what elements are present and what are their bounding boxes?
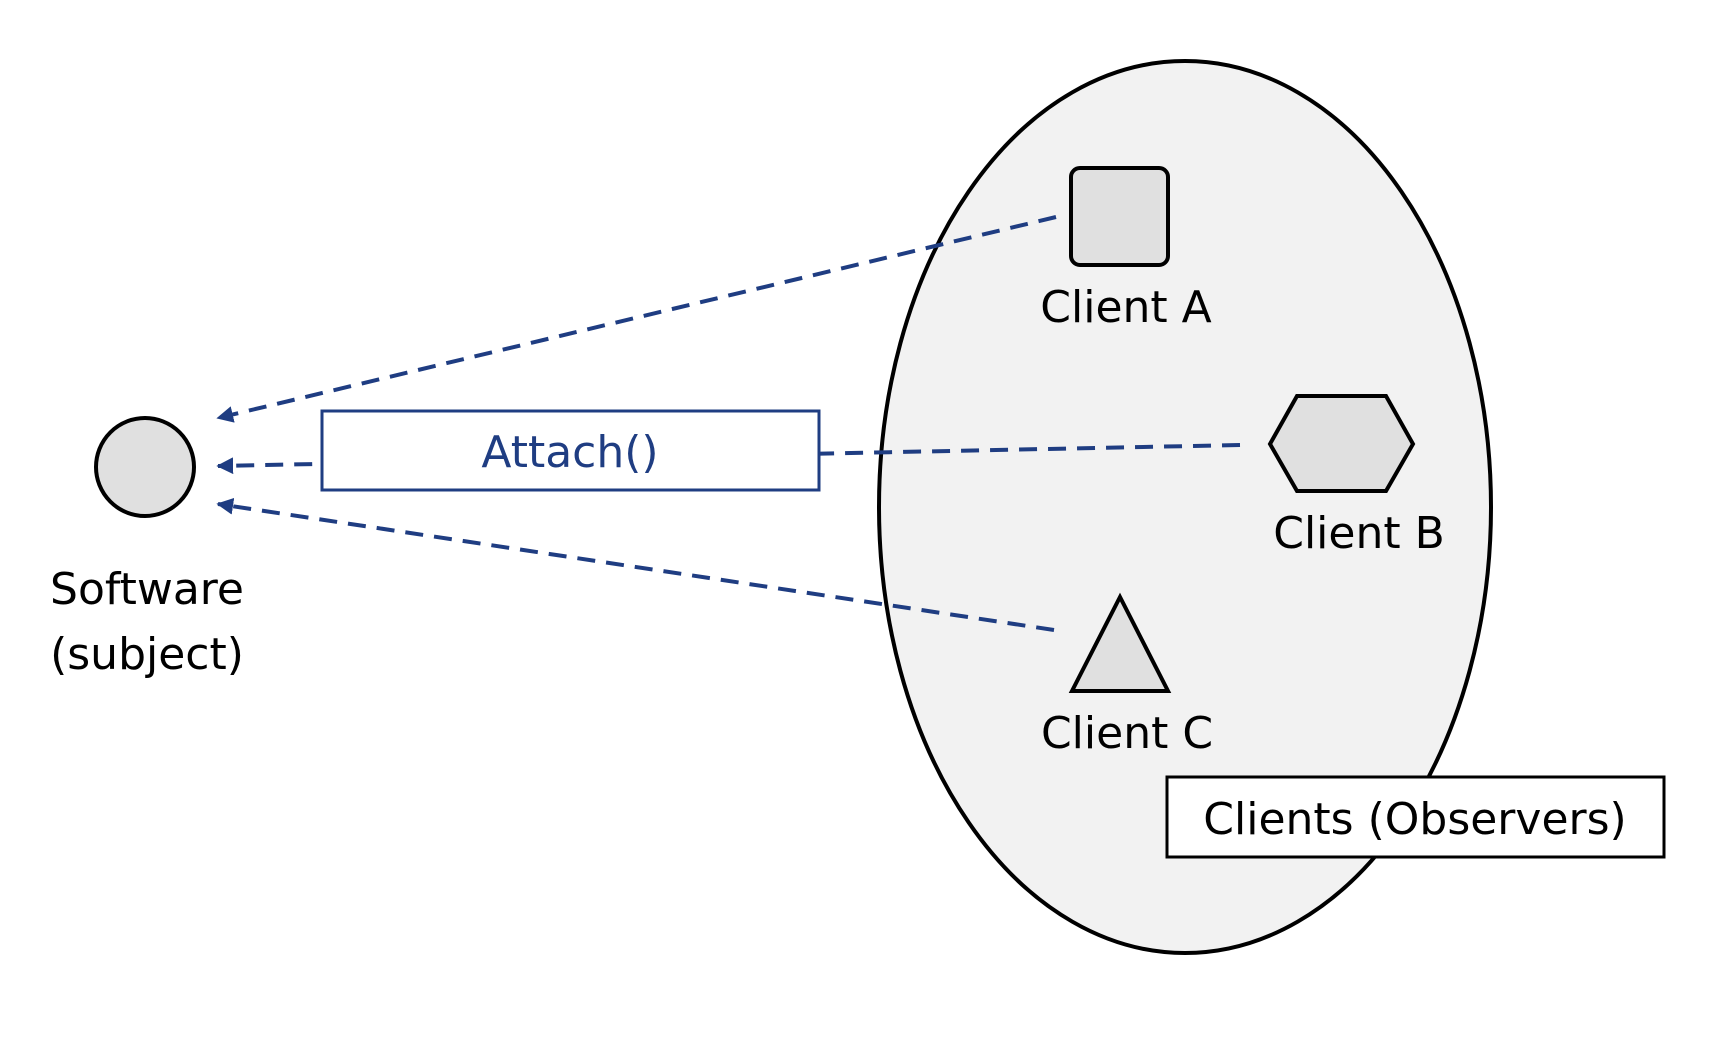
observers-label-box: Clients (Observers) bbox=[1165, 775, 1666, 859]
square-icon bbox=[1069, 166, 1170, 267]
subject-label-line2: (subject) bbox=[50, 629, 244, 680]
observers-group-ellipse bbox=[877, 59, 1493, 955]
hexagon-icon bbox=[1267, 394, 1416, 493]
subject-node: Software (subject) bbox=[50, 416, 244, 680]
client-a-label: Client A bbox=[1040, 282, 1211, 333]
circle-icon bbox=[94, 416, 196, 518]
subject-label-line1: Software bbox=[50, 564, 244, 615]
observers-label-frame bbox=[1165, 775, 1666, 859]
connector-client-c bbox=[216, 497, 1055, 632]
client-c-node: Client C bbox=[1041, 592, 1213, 759]
attach-box: Attach() bbox=[320, 409, 821, 492]
client-b-label: Client B bbox=[1273, 508, 1445, 559]
attach-label: Attach() bbox=[481, 427, 658, 478]
triangle-icon bbox=[1068, 592, 1172, 693]
attach-box-frame bbox=[320, 409, 821, 492]
client-c-label: Client C bbox=[1041, 708, 1213, 759]
client-a-node: Client A bbox=[1040, 166, 1212, 333]
observers-label: Clients (Observers) bbox=[1203, 794, 1626, 845]
client-b-node: Client B bbox=[1267, 394, 1445, 559]
